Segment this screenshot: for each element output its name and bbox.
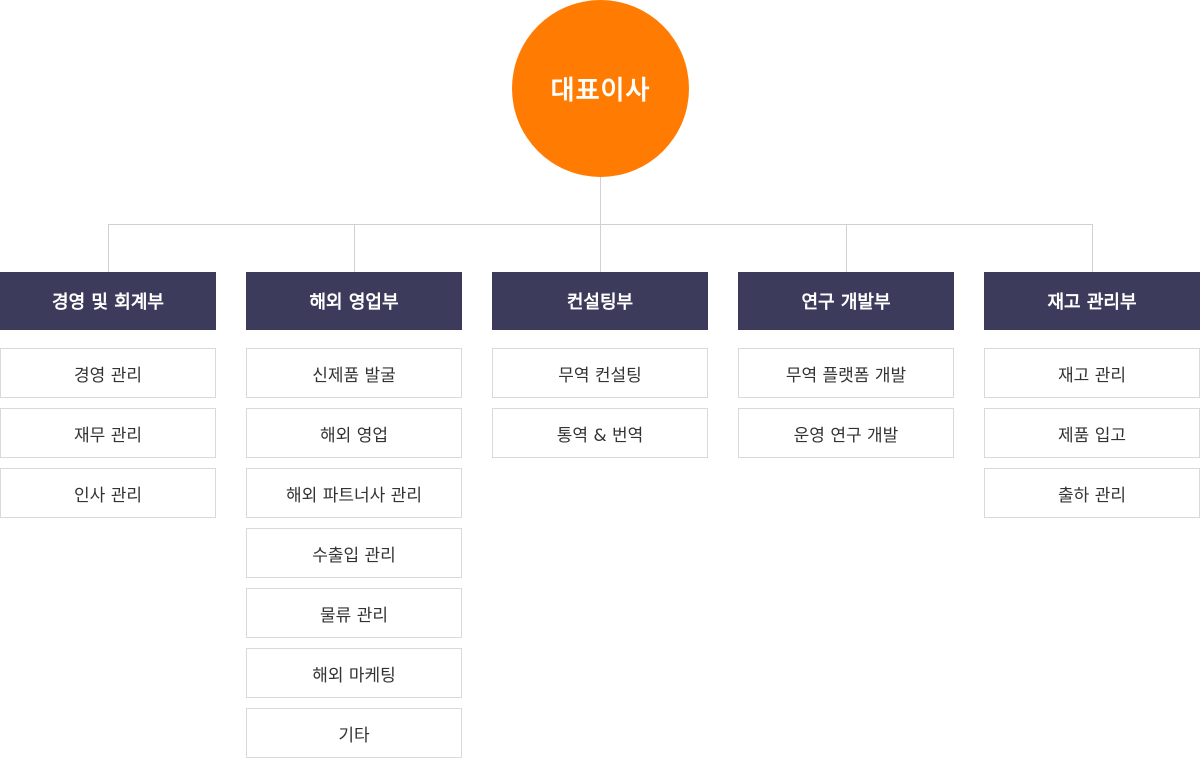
dept-item: 무역 컨설팅 [492, 348, 708, 398]
dept-drop-line-3 [600, 224, 601, 272]
dept-item: 재무 관리 [0, 408, 216, 458]
dept-item: 수출입 관리 [246, 528, 462, 578]
dept-column-rnd: 연구 개발부 무역 플랫폼 개발 운영 연구 개발 [738, 272, 954, 458]
ceo-connector-line [600, 177, 601, 224]
dept-header: 컨설팅부 [492, 272, 708, 330]
dept-drop-line-4 [846, 224, 847, 272]
dept-item: 물류 관리 [246, 588, 462, 638]
dept-item: 운영 연구 개발 [738, 408, 954, 458]
ceo-node: 대표이사 [512, 0, 689, 177]
dept-item: 경영 관리 [0, 348, 216, 398]
dept-item: 해외 마케팅 [246, 648, 462, 698]
dept-header: 재고 관리부 [984, 272, 1200, 330]
dept-column-overseas-sales: 해외 영업부 신제품 발굴 해외 영업 해외 파트너사 관리 수출입 관리 물류… [246, 272, 462, 758]
dept-drop-line-5 [1092, 224, 1093, 272]
dept-header: 해외 영업부 [246, 272, 462, 330]
dept-item-list: 무역 컨설팅 통역 & 번역 [492, 348, 708, 458]
dept-item-list: 재고 관리 제품 입고 출하 관리 [984, 348, 1200, 518]
dept-item: 해외 영업 [246, 408, 462, 458]
dept-item: 기타 [246, 708, 462, 758]
dept-drop-line-2 [354, 224, 355, 272]
dept-item: 출하 관리 [984, 468, 1200, 518]
dept-item-list: 신제품 발굴 해외 영업 해외 파트너사 관리 수출입 관리 물류 관리 해외 … [246, 348, 462, 758]
dept-column-management: 경영 및 회계부 경영 관리 재무 관리 인사 관리 [0, 272, 216, 518]
dept-item: 재고 관리 [984, 348, 1200, 398]
dept-item-list: 경영 관리 재무 관리 인사 관리 [0, 348, 216, 518]
dept-item: 통역 & 번역 [492, 408, 708, 458]
dept-header: 연구 개발부 [738, 272, 954, 330]
dept-item: 무역 플랫폼 개발 [738, 348, 954, 398]
dept-item: 신제품 발굴 [246, 348, 462, 398]
dept-item: 제품 입고 [984, 408, 1200, 458]
dept-item: 해외 파트너사 관리 [246, 468, 462, 518]
dept-column-inventory: 재고 관리부 재고 관리 제품 입고 출하 관리 [984, 272, 1200, 518]
dept-item: 인사 관리 [0, 468, 216, 518]
dept-column-consulting: 컨설팅부 무역 컨설팅 통역 & 번역 [492, 272, 708, 458]
dept-item-list: 무역 플랫폼 개발 운영 연구 개발 [738, 348, 954, 458]
dept-header: 경영 및 회계부 [0, 272, 216, 330]
dept-drop-line-1 [108, 224, 109, 272]
